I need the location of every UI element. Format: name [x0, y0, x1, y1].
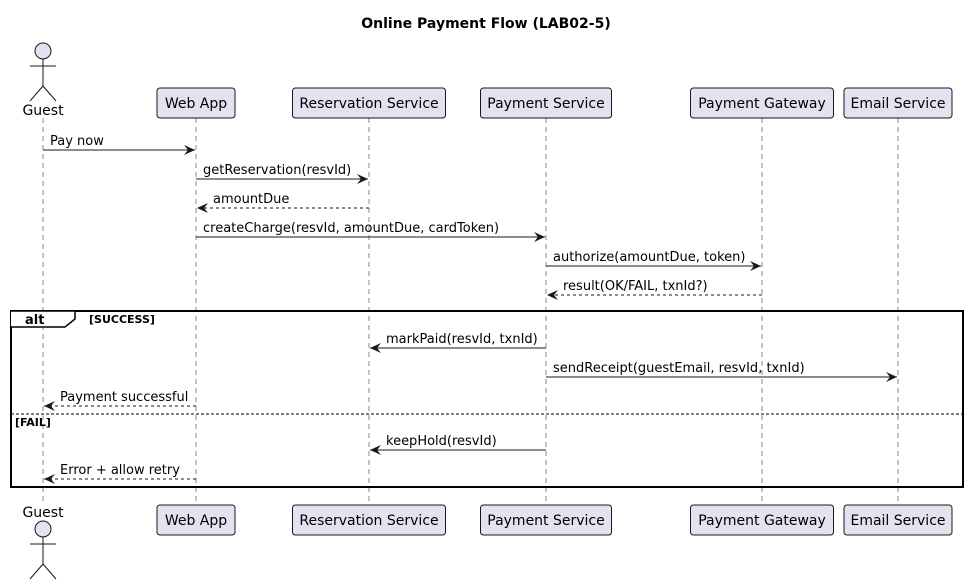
message-2: getReservation(resvId) — [196, 163, 368, 184]
message-label: markPaid(resvId, txnId) — [386, 332, 538, 347]
participant-box — [156, 504, 236, 536]
participant-payment-bottom: Payment Service — [480, 504, 612, 536]
guard-fail: [FAIL] — [15, 416, 51, 429]
message-label: getReservation(resvId) — [203, 163, 351, 178]
message-label: amountDue — [213, 192, 289, 207]
alt-keyword: alt — [25, 313, 44, 328]
actor-leg-left — [29, 563, 44, 580]
message-label: Payment successful — [60, 390, 188, 405]
message-label: authorize(amountDue, token) — [553, 250, 745, 265]
message-10: keepHold(resvId) — [370, 434, 546, 455]
diagram-title: Online Payment Flow (LAB02-5) — [361, 16, 611, 32]
message-3: amountDue — [197, 192, 369, 213]
alt-frame: alt [SUCCESS] [FAIL] — [10, 310, 964, 488]
message-11: Error + allow retry — [44, 463, 196, 484]
actor-head — [34, 520, 52, 538]
participant-webapp-bottom: Web App — [156, 504, 236, 536]
participant-label: Web App — [165, 513, 227, 529]
participant-label: Reservation Service — [299, 96, 438, 112]
participant-label: Email Service — [850, 96, 945, 112]
participant-box — [843, 87, 953, 119]
alt-frame-tab — [11, 310, 76, 328]
participant-box — [843, 504, 953, 536]
actor-head — [34, 42, 52, 60]
message-6: result(OK/FAIL, txnId?) — [547, 279, 762, 300]
participant-box — [690, 504, 834, 536]
participant-label: Payment Gateway — [698, 96, 826, 112]
actor-leg-right — [42, 85, 57, 102]
participant-gateway-top: Payment Gateway — [690, 87, 834, 119]
message-9: Payment successful — [44, 390, 196, 411]
message-label: keepHold(resvId) — [386, 434, 497, 449]
participant-box — [292, 504, 446, 536]
participant-gateway-bottom: Payment Gateway — [690, 504, 834, 536]
participant-label: Email Service — [850, 513, 945, 529]
participant-box — [480, 87, 612, 119]
participant-box — [156, 87, 236, 119]
participant-label: Web App — [165, 96, 227, 112]
message-5: authorize(amountDue, token) — [546, 250, 761, 271]
message-label: Pay now — [50, 134, 104, 149]
participant-payment-top: Payment Service — [480, 87, 612, 119]
participant-box — [690, 87, 834, 119]
alt-frame-border — [10, 310, 964, 488]
message-label: result(OK/FAIL, txnId?) — [563, 279, 708, 294]
message-7: markPaid(resvId, txnId) — [370, 332, 546, 353]
participant-label: Reservation Service — [299, 513, 438, 529]
participant-reservation-bottom: Reservation Service — [292, 504, 446, 536]
actor-guest-bottom: Guest — [22, 505, 64, 580]
message-4: createCharge(resvId, amountDue, cardToke… — [196, 221, 545, 242]
participant-email-top: Email Service — [843, 87, 953, 119]
actor-leg-right — [42, 563, 57, 580]
guard-success: [SUCCESS] — [89, 313, 155, 326]
actor-label: Guest — [22, 103, 64, 119]
participant-label: Payment Gateway — [698, 513, 826, 529]
participant-reservation-top: Reservation Service — [292, 87, 446, 119]
message-label: Error + allow retry — [60, 463, 180, 478]
messages: Pay now getReservation(resvId) amountDue cr… — [43, 134, 897, 484]
actor-label: Guest — [22, 505, 64, 521]
participant-email-bottom: Email Service — [843, 504, 953, 536]
message-label: sendReceipt(guestEmail, resvId, txnId) — [553, 361, 805, 376]
message-8: sendReceipt(guestEmail, resvId, txnId) — [546, 361, 897, 382]
participant-label: Payment Service — [487, 96, 604, 112]
participant-box — [480, 504, 612, 536]
message-label: createCharge(resvId, amountDue, cardToke… — [203, 221, 499, 236]
actor-guest-top: Guest — [22, 42, 64, 119]
participant-label: Payment Service — [487, 513, 604, 529]
participant-webapp-top: Web App — [156, 87, 236, 119]
actor-leg-left — [29, 85, 44, 102]
participant-box — [292, 87, 446, 119]
message-1: Pay now — [43, 134, 195, 155]
